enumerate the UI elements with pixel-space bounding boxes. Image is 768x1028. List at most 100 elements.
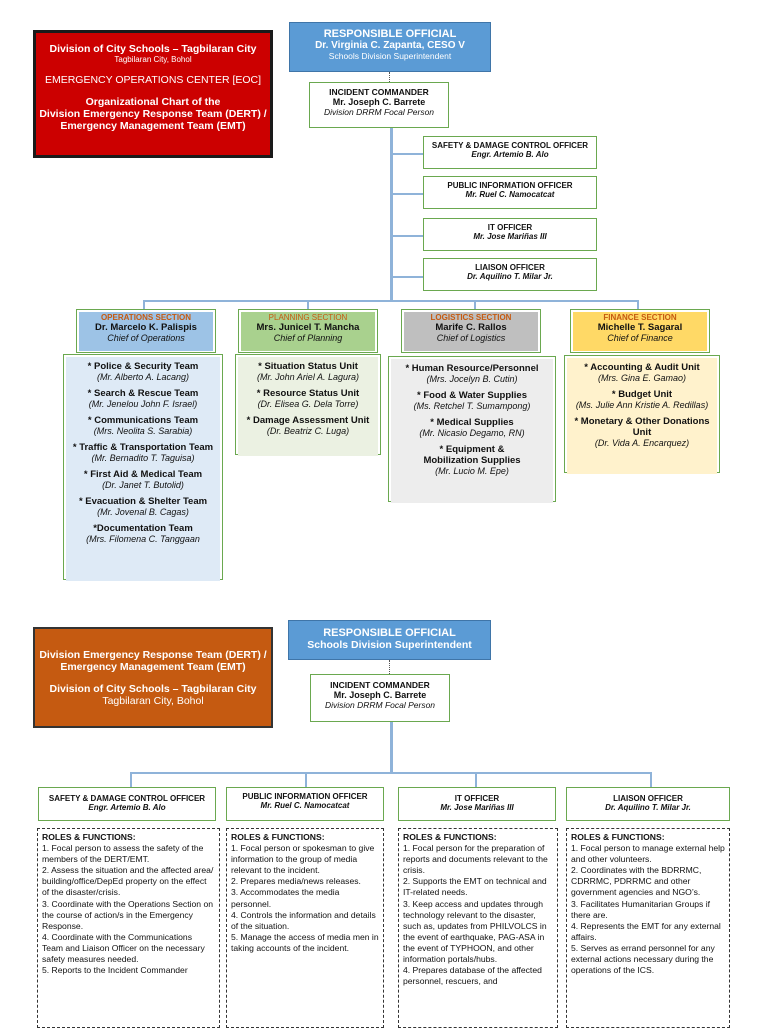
planning-section-fill: PLANNING SECTION Mrs. Junicel T. Mancha … [241, 312, 375, 351]
officer-title: LIAISON OFFICER [613, 794, 683, 803]
chart1-staff-public-information-officer: PUBLIC INFORMATION OFFICER Mr. Ruel C. N… [423, 176, 597, 209]
chart1-operations-units: * Police & Security Team (Mr. Alberto A.… [63, 354, 223, 581]
chart1-staff-connector [393, 235, 423, 237]
chart2-officer-drop [650, 772, 652, 787]
chart2-title-box: Division Emergency Response Team (DERT) … [33, 627, 273, 728]
unit-name: * Monetary & Other Donations Unit [574, 416, 710, 438]
staff-name: Mr. Jose Mariñas III [473, 232, 547, 241]
staff-title: IT OFFICER [487, 223, 533, 232]
role-item: 3. Facilitates Humanitarian Groups if th… [571, 898, 710, 920]
officer-title: SAFETY & DAMAGE CONTROL OFFICER [48, 794, 206, 803]
officer-name: Engr. Artemio B. Alo [88, 803, 166, 812]
unit-person: (Mrs. Jocelyn B. Cutin) [426, 374, 518, 384]
role-item: 5. Serves as errand personnel for any ex… [571, 942, 715, 976]
chart2-officer-safety: SAFETY & DAMAGE CONTROL OFFICER Engr. Ar… [38, 787, 216, 821]
section-title: LOGISTICS SECTION [430, 313, 512, 322]
staff-name: Engr. Artemio B. Alo [471, 150, 549, 159]
role-item: 2. Prepares media/news releases. [231, 876, 361, 887]
officer-name: Mr. Jose Mariñas III [440, 803, 514, 812]
chart2-title-line1: Division Emergency Response Team (DERT) … [39, 649, 267, 661]
role-item: 2. Coordinates with the BDRRMC, CDRRMC, … [571, 865, 702, 898]
chart1-dotted-connector [389, 72, 390, 82]
unit-person: (Mr. Jovenal B. Cagas) [97, 507, 189, 517]
chart2-officer-drop [475, 772, 477, 787]
section-chief-name: Mrs. Junicel T. Mancha [256, 322, 360, 333]
unit-person: (Dr. Beatriz C. Luga) [266, 426, 350, 436]
chart1-staff-connector [393, 153, 423, 155]
section-chief-role: Chief of Finance [607, 333, 673, 343]
unit-name: *Documentation Team [93, 523, 193, 534]
chart1-title-line2: Tagbilaran City, Bohol [114, 55, 192, 64]
unit-person: (Mr. Bernadito T. Taguisa) [91, 453, 195, 463]
officer-title: IT OFFICER [454, 794, 500, 803]
chart1-staff-connector [393, 193, 423, 195]
chart2-title-line4: Tagbilaran City, Bohol [102, 695, 204, 707]
chart2-responsible-official: RESPONSIBLE OFFICIAL Schools Division Su… [288, 620, 491, 660]
unit-name: * Equipment & Mobilization Supplies [423, 444, 521, 466]
chart2-officer-drop [130, 772, 132, 787]
chart2-commander-role: Division DRRM Focal Person [324, 700, 436, 710]
roles-it-officer: ROLES & FUNCTIONS: 1. Focal person for t… [398, 828, 558, 1028]
staff-title: LIAISON OFFICER [475, 263, 545, 272]
chart1-operations-section: OPERATIONS SECTION Dr. Marcelo K. Palisp… [76, 309, 216, 353]
unit-person: (Dr. Elisea G. Dela Torre) [257, 399, 359, 409]
chart1-planning-section: PLANNING SECTION Mrs. Junicel T. Mancha … [238, 309, 378, 353]
chart1-title-line6: Emergency Management Team (EMT) [60, 120, 246, 132]
chart2-officer-liaison: LIAISON OFFICER Dr. Aquilino T. Milar Jr… [566, 787, 730, 821]
role-item: 3. Coordinate with the Operations Sectio… [42, 898, 214, 931]
roles-liaison-officer: ROLES & FUNCTIONS: 1. Focal person to ma… [566, 828, 730, 1028]
roles-heading: ROLES & FUNCTIONS: [231, 832, 325, 842]
role-item: 4. Prepares database of the affected per… [403, 965, 542, 987]
operations-units-fill: * Police & Security Team (Mr. Alberto A.… [66, 357, 220, 581]
chart1-section-drop [474, 300, 476, 310]
chart1-planning-units: * Situation Status Unit (Mr. John Ariel … [235, 354, 381, 456]
chart1-title-line4: Organizational Chart of the [85, 96, 221, 108]
unit-name: * Communications Team [87, 415, 199, 426]
unit-person: (Ms. Julie Ann Kristie A. Redillas) [575, 400, 709, 410]
role-item: 3. Keep access and updates through techn… [403, 898, 547, 965]
logistics-units-fill: * Human Resource/Personnel (Mrs. Jocelyn… [391, 359, 553, 503]
chart2-officer-public-information: PUBLIC INFORMATION OFFICER Mr. Ruel C. N… [226, 787, 384, 821]
roles-heading: ROLES & FUNCTIONS: [403, 832, 497, 842]
role-item: 2. Assess the situation and the affected… [42, 865, 214, 898]
chart1-commander-heading: INCIDENT COMMANDER [329, 87, 429, 97]
unit-person: (Mrs. Gina E. Gamao) [597, 373, 687, 383]
chart2-dotted-connector [389, 660, 390, 674]
chart1-finance-section: FINANCE SECTION Michelle T. Sagaral Chie… [570, 309, 710, 353]
unit-person: (Dr. Janet T. Butolid) [102, 480, 184, 490]
chart1-finance-units: * Accounting & Audit Unit (Mrs. Gina E. … [564, 355, 720, 474]
staff-name: Dr. Aquilino T. Milar Jr. [467, 272, 553, 281]
planning-units-fill: * Situation Status Unit (Mr. John Ariel … [238, 357, 378, 456]
unit-person: (Mr. Nicasio Degamo, RN) [419, 428, 525, 438]
chart1-staff-liaison-officer: LIAISON OFFICER Dr. Aquilino T. Milar Jr… [423, 258, 597, 291]
chart2-trunk-line [390, 722, 393, 772]
section-title: OPERATIONS SECTION [100, 313, 192, 322]
finance-units-fill: * Accounting & Audit Unit (Mrs. Gina E. … [567, 358, 717, 474]
chart1-logistics-section: LOGISTICS SECTION Marife C. Rallos Chief… [401, 309, 541, 353]
unit-person: (Dr. Vida A. Encarquez) [594, 438, 690, 448]
section-chief-role: Chief of Operations [107, 333, 185, 343]
unit-person: (Mrs. Filomena C. Tanggaan [86, 534, 200, 544]
operations-section-fill: OPERATIONS SECTION Dr. Marcelo K. Palisp… [79, 312, 213, 351]
chart2-incident-commander: INCIDENT COMMANDER Mr. Joseph C. Barrete… [310, 674, 450, 722]
role-item: 5. Reports to the Incident Commander [42, 965, 188, 976]
chart1-title-line1: Division of City Schools – Tagbilaran Ci… [49, 43, 257, 55]
unit-person: (Mr. John Ariel A. Lagura) [256, 372, 360, 382]
unit-name: * Police & Security Team [87, 361, 199, 372]
chart1-section-bus-line [143, 300, 638, 302]
unit-name: * Damage Assessment Unit [246, 415, 370, 426]
logistics-section-fill: LOGISTICS SECTION Marife C. Rallos Chief… [404, 312, 538, 351]
role-item: 2. Supports the EMT on technical and IT-… [403, 876, 547, 898]
chart1-responsible-name: Dr. Virginia C. Zapanta, CESO V [315, 40, 465, 51]
unit-name: * Resource Status Unit [256, 388, 360, 399]
chart1-title-box: Division of City Schools – Tagbilaran Ci… [33, 30, 273, 158]
section-chief-role: Chief of Planning [273, 333, 343, 343]
officer-title: PUBLIC INFORMATION OFFICER [242, 792, 368, 801]
staff-title: SAFETY & DAMAGE CONTROL OFFICER [431, 141, 589, 150]
unit-person: (Mr. Lucio M. Epe) [435, 466, 509, 476]
chart1-title-line3: EMERGENCY OPERATIONS CENTER [EOC] [44, 74, 262, 86]
chart2-title-line2: Emergency Management Team (EMT) [60, 661, 246, 673]
chart1-responsible-heading: RESPONSIBLE OFFICIAL [323, 28, 457, 40]
chart1-logistics-units: * Human Resource/Personnel (Mrs. Jocelyn… [388, 356, 556, 503]
chart1-staff-connector [393, 276, 423, 278]
